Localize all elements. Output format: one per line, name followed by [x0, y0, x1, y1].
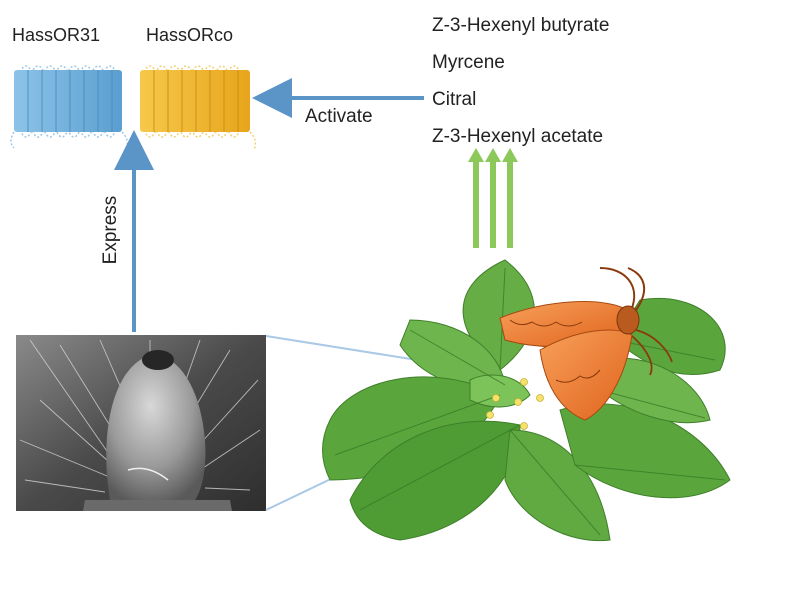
sem-micrograph-image	[16, 335, 266, 511]
odorant-label: Z-3-Hexenyl acetate	[432, 126, 604, 147]
receptor-hassorco-shape	[140, 65, 257, 151]
odor-emission-arrows	[468, 148, 518, 248]
moth-illustration	[499, 267, 673, 421]
receptor-hassor31-label: HassOR31	[12, 25, 101, 45]
activate-label: Activate	[305, 106, 373, 127]
receptor-hassorco-label: HassORco	[146, 25, 234, 45]
odorant-label: Myrcene	[432, 52, 505, 73]
odorant-label: Citral	[432, 89, 477, 110]
odorant-label: Z-3-Hexenyl butyrate	[432, 15, 610, 36]
receptor-hassor31-shape	[10, 65, 129, 151]
express-label: Express	[100, 195, 121, 265]
plant-illustration	[322, 259, 731, 542]
